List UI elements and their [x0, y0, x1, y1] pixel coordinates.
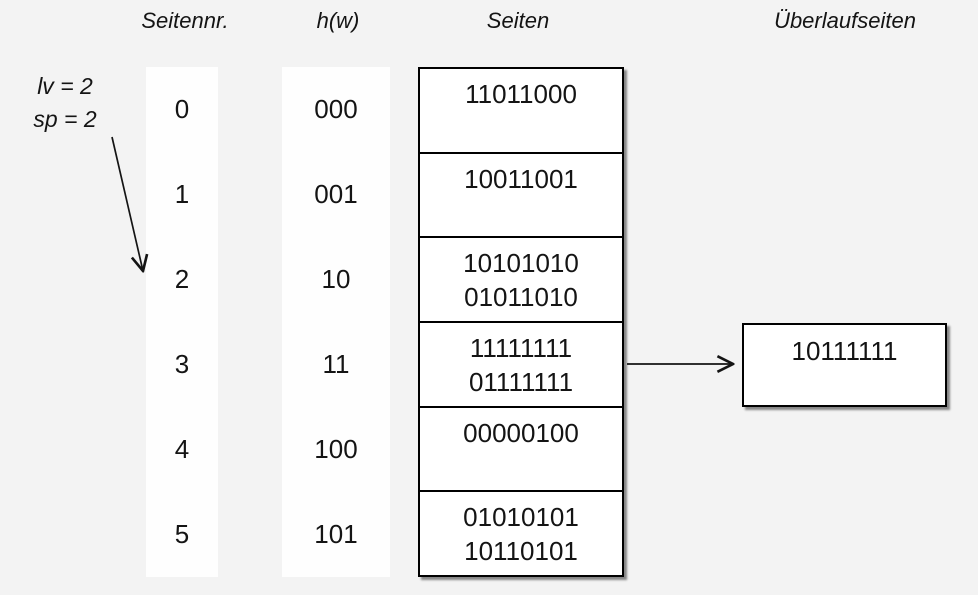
header-hash-function: h(w) [316, 8, 360, 33]
page-entry: 00000100 [463, 417, 579, 448]
page-entry: 10011001 [464, 163, 578, 194]
page-cell-5: 01010101 10110101 [420, 490, 622, 575]
hash-value-3: 11 [322, 349, 350, 379]
hash-column [282, 67, 390, 577]
page-cell-4: 00000100 [420, 405, 622, 491]
page-cell-2: 10101010 01011010 [420, 236, 622, 321]
annotation-lv: lv = 2 [37, 73, 93, 99]
page-entry: 10110101 [464, 536, 578, 567]
hash-value-0: 000 [314, 94, 358, 124]
page-cell-3: 11111111 01111111 [420, 321, 622, 406]
page-number-5: 5 [174, 519, 190, 549]
header-overflow-pages: Überlaufseiten [774, 8, 916, 33]
annotation-arrow-icon [111, 136, 143, 271]
page-entry: 01011010 [464, 282, 578, 313]
header-page-number: Seitennr. [141, 8, 229, 33]
page-number-2: 2 [174, 264, 190, 294]
page-number-3: 3 [174, 349, 190, 379]
overflow-page-box: 10111111 [742, 323, 947, 407]
header-pages: Seiten [486, 8, 550, 33]
page-number-0: 0 [174, 94, 190, 124]
hash-value-4: 100 [314, 434, 358, 464]
overflow-entry: 10111111 [791, 336, 898, 366]
hash-value-5: 101 [314, 519, 358, 549]
annotation-sp: sp = 2 [33, 106, 97, 132]
page-number-1: 1 [174, 179, 190, 209]
page-number-4: 4 [174, 434, 190, 464]
page-entry: 10101010 [463, 248, 579, 279]
page-number-column [146, 67, 218, 577]
hash-value-1: 001 [314, 179, 358, 209]
page-entry: 11111111 [469, 333, 573, 364]
state-annotation: lv = 2 sp = 2 [14, 70, 116, 136]
page-entry: 11011000 [465, 79, 577, 109]
page-cell-0: 11011000 [420, 69, 622, 152]
pages-table: 11011000 10011001 10101010 01011010 1111… [418, 67, 624, 577]
hash-value-2: 10 [321, 264, 351, 294]
page-entry: 01111111 [468, 367, 574, 398]
page-entry: 01010101 [463, 502, 579, 533]
page-cell-1: 10011001 [420, 151, 622, 237]
